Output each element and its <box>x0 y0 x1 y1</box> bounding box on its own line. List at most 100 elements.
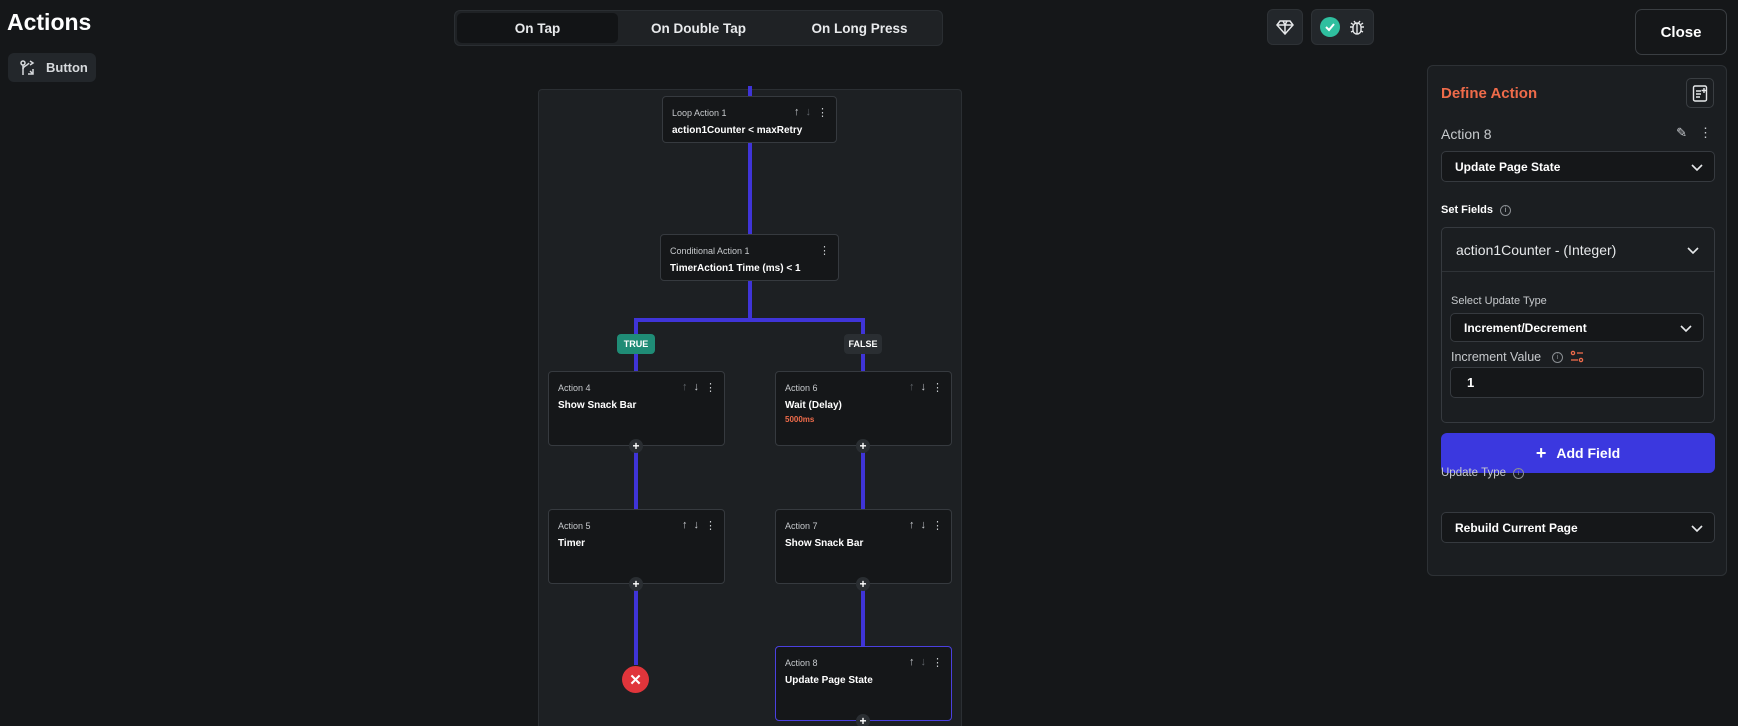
branch-icon <box>20 59 35 75</box>
increment-value-input[interactable]: 1 <box>1450 367 1704 398</box>
move-down-icon[interactable]: ↓ <box>805 106 812 118</box>
field-name: action1Counter - (Integer) <box>1456 241 1617 258</box>
more-menu-icon[interactable]: ⋮ <box>932 382 943 394</box>
add-field-label: Add Field <box>1556 445 1621 461</box>
variable-settings-icon[interactable] <box>1570 350 1584 364</box>
move-up-icon[interactable]: ↑ <box>794 106 800 118</box>
info-icon[interactable]: i <box>1552 351 1564 363</box>
update-type-dropdown[interactable]: Increment/Decrement <box>1450 313 1704 342</box>
action-node-5[interactable]: Action 5 Timer ↑ ↓ ⋮ <box>548 509 725 584</box>
close-button[interactable]: Close <box>1635 9 1727 55</box>
node-label: Action 4 <box>558 383 591 393</box>
move-down-icon[interactable]: ↓ <box>920 656 927 668</box>
field-selector[interactable]: action1Counter - (Integer) <box>1442 228 1714 272</box>
more-menu-icon[interactable]: ⋮ <box>932 657 943 669</box>
chevron-down-icon <box>1691 524 1703 532</box>
more-menu-icon[interactable]: ⋮ <box>932 520 943 532</box>
page-title: Actions <box>7 9 92 35</box>
notes-button[interactable] <box>1686 78 1714 108</box>
flow-wire <box>861 583 865 647</box>
chevron-down-icon <box>1691 163 1703 171</box>
set-fields-text: Set Fields <box>1441 204 1493 216</box>
flow-wire <box>748 142 752 234</box>
more-menu-icon[interactable]: ⋮ <box>817 107 828 119</box>
node-action-name: Update Page State <box>785 675 873 686</box>
action-node-7[interactable]: Action 7 Show Snack Bar ↑ ↓ ⋮ <box>775 509 952 584</box>
move-down-icon[interactable]: ↓ <box>920 519 927 531</box>
add-action-plus-icon[interactable]: + <box>629 439 643 453</box>
gem-icon <box>1276 20 1294 36</box>
set-fields-label: Set Fields i <box>1441 204 1511 216</box>
false-branch-badge: FALSE <box>844 334 882 354</box>
action-node-6[interactable]: Action 6 Wait (Delay) 5000ms ↑ ↓ ⋮ <box>775 371 952 446</box>
page-update-type-label: Update Type i <box>1441 467 1525 479</box>
node-label: Action 7 <box>785 521 818 531</box>
move-up-icon[interactable]: ↑ <box>909 519 915 531</box>
widget-chip[interactable]: Button <box>8 53 96 82</box>
ai-gem-button[interactable] <box>1267 9 1303 45</box>
action-node-8[interactable]: Action 8 Update Page State ↑ ↓ ⋮ <box>775 646 952 721</box>
add-action-plus-icon[interactable]: + <box>856 577 870 591</box>
loop-action-node[interactable]: Loop Action 1 action1Counter < maxRetry … <box>662 96 837 143</box>
field-config-box: action1Counter - (Integer) <box>1441 227 1715 423</box>
action-node-4[interactable]: Action 4 Show Snack Bar ↑ ↓ ⋮ <box>548 371 725 446</box>
add-field-button[interactable]: + Add Field <box>1441 433 1715 473</box>
node-label: Action 8 <box>785 658 818 668</box>
tab-on-tap[interactable]: On Tap <box>457 13 618 43</box>
update-type-value: Increment/Decrement <box>1464 320 1587 335</box>
move-up-icon[interactable]: ↑ <box>909 381 915 393</box>
widget-chip-label: Button <box>46 60 88 75</box>
tab-on-long-press[interactable]: On Long Press <box>811 20 908 36</box>
more-menu-icon[interactable]: ⋮ <box>819 245 830 257</box>
check-icon[interactable] <box>1319 17 1340 37</box>
action-name: Action 8 <box>1441 126 1492 142</box>
move-down-icon[interactable]: ↓ <box>693 381 700 393</box>
move-up-icon[interactable]: ↑ <box>682 519 688 531</box>
node-label: Action 5 <box>558 521 591 531</box>
flow-wire <box>861 445 865 510</box>
edit-pencil-icon[interactable]: ✎ <box>1676 125 1687 140</box>
page-update-type-dropdown[interactable]: Rebuild Current Page <box>1441 512 1715 543</box>
info-icon[interactable]: i <box>1513 467 1525 479</box>
plus-icon: + <box>1535 442 1547 463</box>
move-down-icon[interactable]: ↓ <box>693 519 700 531</box>
node-condition: action1Counter < maxRetry <box>672 125 803 136</box>
increment-value-text: Increment Value <box>1451 350 1542 364</box>
node-label: Conditional Action 1 <box>670 246 750 256</box>
conditional-action-node[interactable]: Conditional Action 1 TimerAction1 Time (… <box>660 234 839 281</box>
chevron-down-icon <box>1687 246 1699 254</box>
node-label: Action 6 <box>785 383 818 393</box>
node-action-name: Show Snack Bar <box>558 400 637 411</box>
add-action-plus-icon[interactable]: + <box>629 577 643 591</box>
end-flow-close-icon[interactable]: ✕ <box>622 666 649 693</box>
action-type-dropdown[interactable]: Update Page State <box>1441 151 1715 182</box>
action-type-value: Update Page State <box>1455 159 1561 174</box>
bug-icon[interactable] <box>1348 18 1366 36</box>
move-down-icon[interactable]: ↓ <box>920 381 927 393</box>
node-action-name: Wait (Delay) <box>785 400 842 411</box>
chevron-down-icon <box>1680 324 1692 332</box>
info-icon[interactable]: i <box>1499 204 1511 216</box>
move-up-icon[interactable]: ↑ <box>682 381 688 393</box>
more-menu-icon[interactable]: ⋮ <box>705 520 716 532</box>
page-update-type-value: Rebuild Current Page <box>1455 520 1578 535</box>
node-action-name: Timer <box>558 538 586 549</box>
define-action-panel: Define Action Action 8 ✎ ⋮ Update Page S… <box>1427 65 1727 576</box>
move-up-icon[interactable]: ↑ <box>909 656 915 668</box>
add-action-plus-icon[interactable]: + <box>856 439 870 453</box>
flow-wire <box>748 281 752 321</box>
select-update-type-label: Select Update Type <box>1451 295 1547 307</box>
more-menu-icon[interactable]: ⋮ <box>1699 125 1712 140</box>
panel-title: Define Action <box>1441 85 1538 102</box>
node-condition: TimerAction1 Time (ms) < 1 <box>670 263 801 274</box>
more-menu-icon[interactable]: ⋮ <box>705 382 716 394</box>
increment-value-label: Increment Value i <box>1451 350 1584 364</box>
page-update-type-text: Update Type <box>1441 467 1507 479</box>
tab-on-double-tap[interactable]: On Double Tap <box>651 20 746 36</box>
add-action-plus-icon[interactable]: + <box>856 714 870 726</box>
trigger-tabs: On Tap On Double Tap On Long Press <box>454 10 943 46</box>
node-action-detail: 5000ms <box>785 415 815 424</box>
node-label: Loop Action 1 <box>672 108 727 118</box>
flow-wire <box>634 318 865 322</box>
true-branch-badge: TRUE <box>617 334 655 354</box>
